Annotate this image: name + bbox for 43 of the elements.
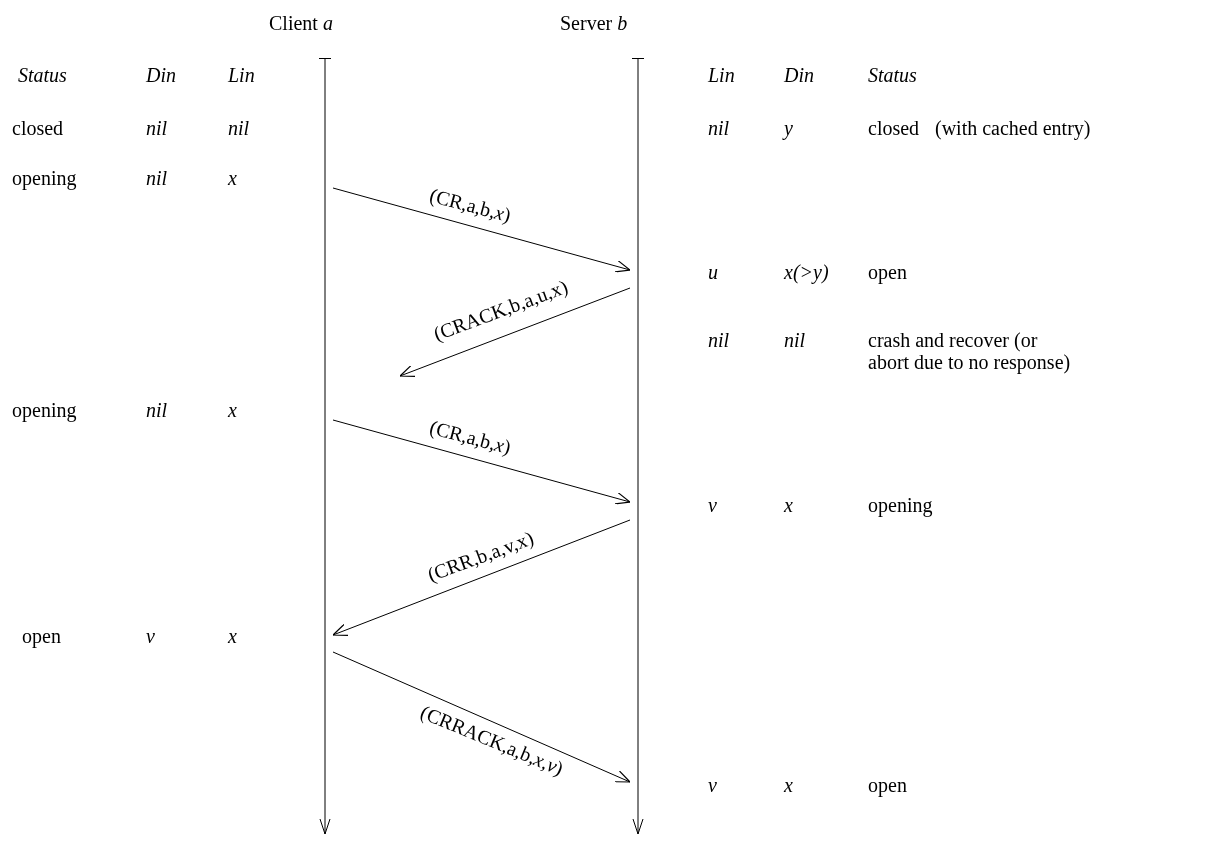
table-text: x(>y) xyxy=(784,261,829,283)
table-text: x xyxy=(784,774,793,796)
table-text: x xyxy=(784,494,793,516)
table-text: Din xyxy=(784,64,814,86)
table-text: nil xyxy=(708,117,730,139)
message-arrow xyxy=(399,287,631,378)
message-arrow xyxy=(332,187,631,273)
participant-label: Client a xyxy=(269,12,333,34)
table-text: nil xyxy=(146,117,168,139)
message-arrow xyxy=(332,651,631,783)
table-text: nil xyxy=(146,167,168,189)
table-text: Status xyxy=(18,64,67,86)
table-text: x xyxy=(228,399,237,421)
table-text: closed xyxy=(868,117,920,139)
table-text: nil xyxy=(146,399,168,421)
table-text: open xyxy=(22,625,61,647)
table-text: v xyxy=(708,494,717,516)
table-text: v xyxy=(146,625,155,647)
table-text: (with cached entry) xyxy=(935,117,1091,139)
table-text: Status xyxy=(868,64,917,86)
table-text: nil xyxy=(784,329,806,351)
table-text: Lin xyxy=(708,64,735,86)
table-text: y xyxy=(784,117,793,139)
table-text: Din xyxy=(146,64,176,86)
table-text: open xyxy=(868,261,907,283)
edge-label: (CR,a,b,x) xyxy=(427,415,513,459)
table-text: x xyxy=(228,167,237,189)
message-arrow xyxy=(332,419,631,505)
table-text: crash and recover (or abort due to no response) xyxy=(868,329,1072,373)
table-text: Lin xyxy=(228,64,255,86)
message-arrow xyxy=(332,519,631,636)
table-text: v xyxy=(708,774,717,796)
participant-label: Server b xyxy=(560,12,628,34)
table-text: opening xyxy=(868,494,933,516)
table-text: nil xyxy=(228,117,250,139)
table-text: x xyxy=(228,625,237,647)
table-text: opening xyxy=(12,167,77,189)
table-text: open xyxy=(868,774,907,796)
table-text: closed xyxy=(12,117,64,139)
table-text: u xyxy=(708,261,718,283)
edge-label: (CR,a,b,x) xyxy=(427,183,513,227)
table-text: opening xyxy=(12,399,77,421)
table-text: nil xyxy=(708,329,730,351)
